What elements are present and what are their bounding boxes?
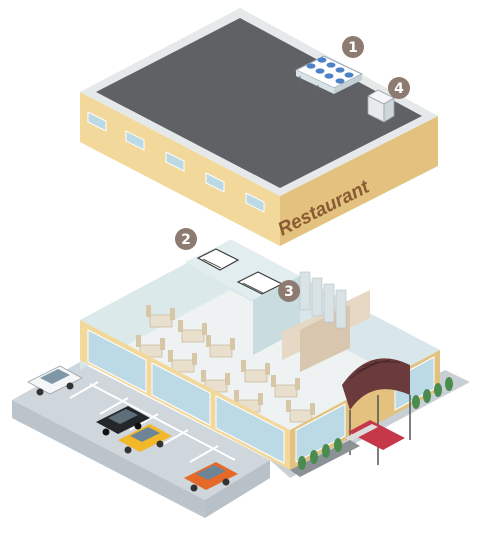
svg-text:4: 4 bbox=[394, 81, 404, 97]
rooftop-box-unit bbox=[367, 89, 395, 123]
ceiling-unit-2 bbox=[196, 248, 240, 271]
svg-text:2: 2 bbox=[181, 232, 191, 248]
car-black bbox=[96, 406, 150, 436]
red-carpet bbox=[348, 420, 405, 450]
planter bbox=[290, 440, 360, 477]
svg-text:3: 3 bbox=[284, 284, 294, 300]
car-orange bbox=[184, 462, 238, 492]
shrub-icon bbox=[298, 377, 453, 470]
car-yellow bbox=[118, 424, 172, 454]
callout-badge-2: 2 bbox=[175, 228, 197, 250]
entrance-awning bbox=[342, 358, 411, 465]
ground-floor bbox=[80, 240, 453, 477]
callout-badge-3: 3 bbox=[278, 280, 300, 302]
car-white bbox=[27, 365, 83, 396]
hvac-unit-icon bbox=[294, 55, 364, 100]
callout-badge-1: 1 bbox=[342, 36, 364, 58]
dining-furniture bbox=[139, 314, 313, 423]
roof-block: Restaurant bbox=[80, 8, 438, 246]
svg-text:1: 1 bbox=[348, 40, 358, 56]
callout-badge-4: 4 bbox=[388, 77, 410, 99]
